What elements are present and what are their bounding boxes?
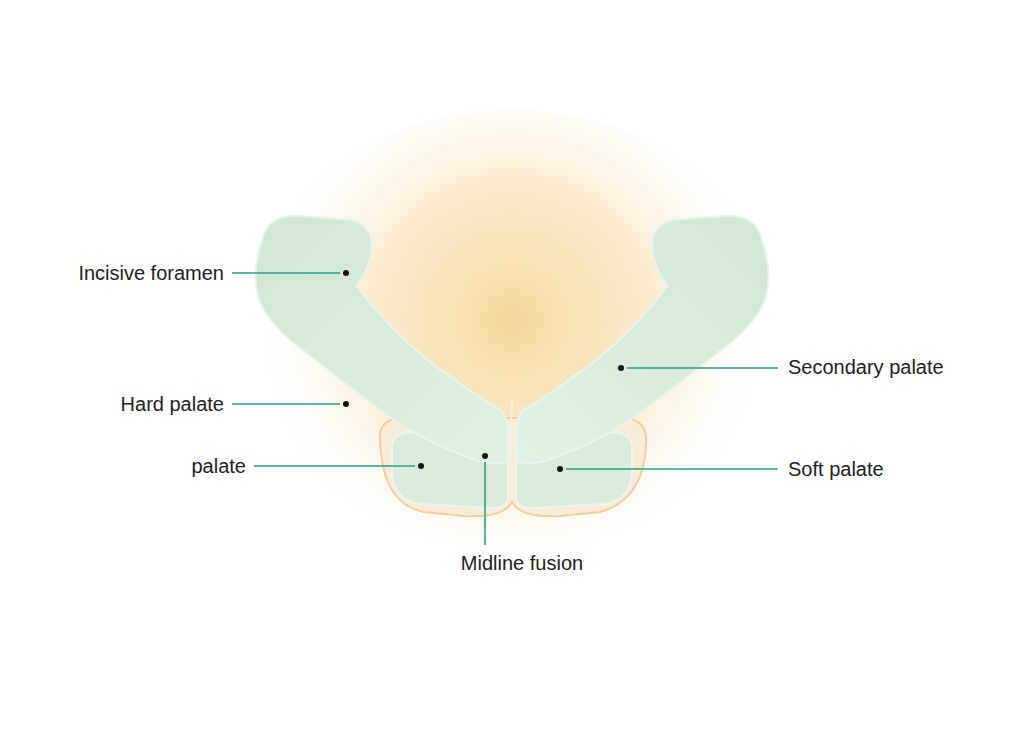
glow [242,110,782,550]
part-label: Soft palate [788,457,884,481]
palatal-shelf-right [516,216,769,463]
leader-line [232,272,340,274]
part-label: Incisive foramen [78,261,224,285]
leader-dots [343,270,624,472]
part-label: Secondary palate [788,355,944,379]
leader-dot [482,453,488,459]
part-label: palate [192,454,247,478]
leader-line [566,468,778,470]
leader-lines [232,273,778,545]
leader-line [484,462,486,545]
midline-seam [511,400,512,500]
leader-dot [418,463,424,469]
part-label: Hard palate [121,392,224,416]
leader-line [232,403,340,405]
leader-dot [557,466,563,472]
leader-line [254,465,415,467]
palatal-shelf-left [256,216,509,463]
part-label: Midline fusion [461,551,583,575]
leader-dot [343,270,349,276]
leader-dot [343,401,349,407]
leader-dot [618,365,624,371]
leader-line [627,367,778,369]
